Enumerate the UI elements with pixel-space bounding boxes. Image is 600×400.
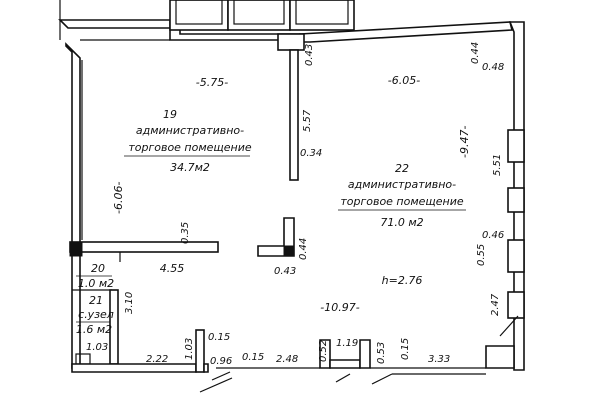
room-number: 19 [163, 108, 177, 121]
room-area: 34.7м2 [170, 161, 210, 174]
dim-0-34: 0.34 [300, 148, 322, 159]
dim-0-35: 0.35 [180, 222, 191, 244]
dim-5-51: 5.51 [492, 154, 503, 176]
room-21-label: 21 с.узел 1.6 м2 [76, 294, 114, 336]
room-name: торговое помещение [340, 195, 464, 208]
room-22-label: 22 административно- торговое помещение 7… [338, 162, 466, 229]
dim-10-97: -10.97- [320, 301, 359, 314]
dim-0-15-b: 0.15 [242, 352, 264, 363]
dim-3-33: 3.33 [428, 354, 450, 365]
outer-wall-right-windows [485, 129, 525, 369]
dim-1-03-left: 1.03 [86, 342, 108, 353]
dim-0-55: 0.55 [476, 244, 487, 266]
middle-column [257, 217, 295, 257]
dim-0-48: 0.48 [482, 62, 504, 73]
dim-2-22: 2.22 [146, 354, 168, 365]
room-name: административно- [136, 124, 244, 137]
dim-0-15-a: 0.15 [208, 332, 230, 343]
dim-0-44-top: 0.44 [470, 42, 481, 64]
ceiling-height: h=2.76 [382, 274, 423, 287]
dim-0-15-c: 0.15 [400, 338, 411, 360]
dim-5-75: -5.75- [196, 76, 228, 89]
dim-0-52: 0.52 [318, 340, 329, 362]
dim-0-43-mid: 0.43 [274, 266, 296, 277]
dim-1-03: 1.03 [184, 338, 195, 360]
dim-6-06: -6.06- [112, 182, 125, 214]
dim-2-48: 2.48 [276, 354, 298, 365]
room-name: торговое помещение [128, 141, 252, 154]
room-number: 22 [395, 162, 409, 175]
room-name: с.узел [78, 308, 114, 321]
dim-4-55: 4.55 [160, 262, 185, 275]
dim-0-53: 0.53 [376, 342, 387, 364]
central-partition [277, 33, 305, 181]
dim-1-19: 1.19 [336, 338, 358, 349]
room-area: 71.0 м2 [380, 216, 423, 229]
dim-9-47: -9.47- [458, 126, 471, 158]
dim-2-47: 2.47 [490, 293, 501, 316]
room-number: 21 [89, 294, 103, 307]
dim-5-57: 5.57 [302, 109, 313, 132]
room-area: 1.0 м2 [78, 277, 114, 290]
room-20-label: 20 1.0 м2 [76, 262, 114, 290]
dim-6-05: -6.05- [388, 74, 420, 87]
dimensions: -5.75- -6.05- 0.43 5.57 0.34 0.44 0.48 -… [86, 42, 504, 367]
outer-wall-bottom [71, 329, 486, 393]
dim-0-46: 0.46 [482, 230, 504, 241]
dim-0-43-top: 0.43 [304, 44, 315, 66]
room-name: административно- [348, 178, 456, 191]
room-number: 20 [91, 262, 105, 275]
partition-19-20 [69, 241, 219, 262]
dim-3-10: 3.10 [124, 292, 135, 314]
dim-0-44-mid: 0.44 [298, 238, 309, 260]
room-19-label: 19 административно- торговое помещение 3… [124, 108, 252, 174]
dim-0-96: 0.96 [210, 356, 232, 367]
room-area: 1.6 м2 [76, 323, 112, 336]
